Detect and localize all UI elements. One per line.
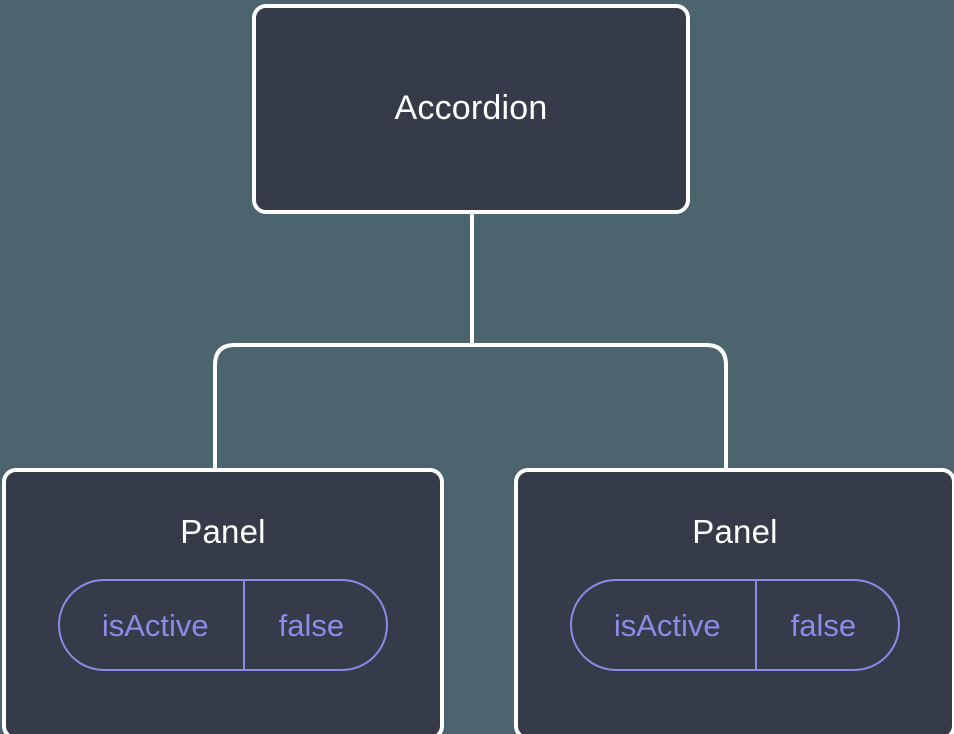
tree-node-title: Accordion: [394, 89, 548, 128]
prop-key: isActive: [613, 607, 721, 643]
tree-node-accordion[interactable]: Accordion: [252, 4, 690, 214]
connector-branch-left: [213, 343, 472, 472]
tree-node-title: Panel: [692, 513, 778, 550]
prop-value: false: [754, 581, 898, 670]
tree-node-title: Panel: [180, 513, 266, 550]
tree-node-panel-1[interactable]: Panel isActive false: [2, 468, 444, 734]
tree-node-panel-2[interactable]: Panel isActive false: [514, 468, 954, 734]
prop-badge[interactable]: isActive false: [57, 579, 389, 672]
prop-badge[interactable]: isActive false: [569, 579, 901, 672]
prop-value: false: [242, 581, 386, 670]
connector-branch-right: [472, 343, 728, 472]
prop-key: isActive: [101, 607, 209, 643]
